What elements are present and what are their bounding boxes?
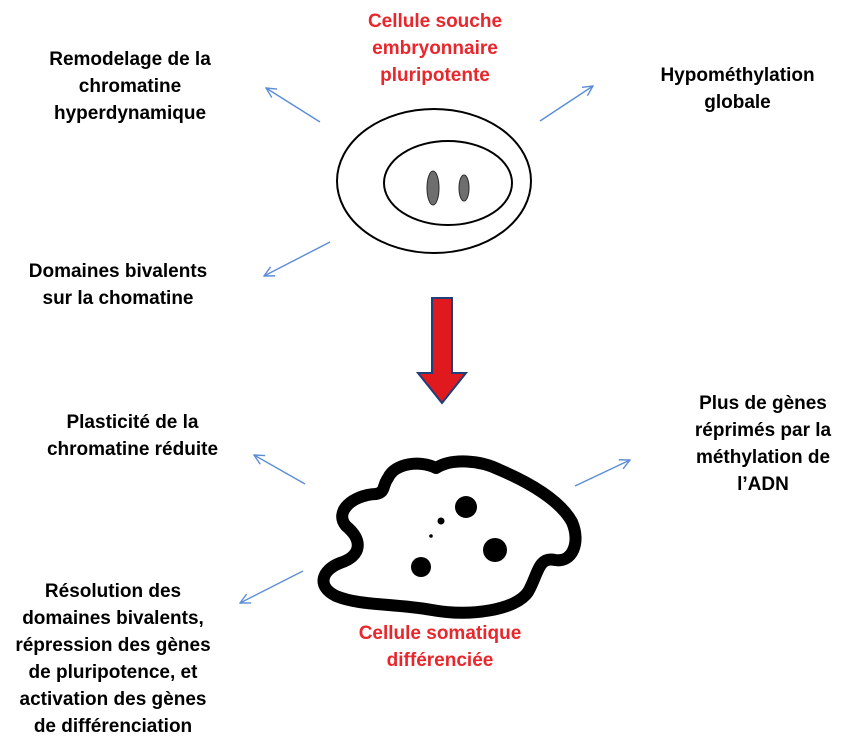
- arrow-to-hypomethylation: [539, 86, 593, 122]
- label-plasticite: Plasticité de la chromatine réduite: [46, 412, 219, 460]
- label-methylation-adn: Plus de gènes réprimés par la méthylatio…: [694, 393, 832, 495]
- arrow-to-resolution: [240, 570, 304, 603]
- label-remodelage: Remodelage de la chromatine hyperdynamiq…: [49, 49, 211, 124]
- arrow-to-plasticite: [254, 455, 306, 485]
- stem-cell-title: Cellule souche embryonnaire pluripotente: [367, 11, 503, 86]
- arrow-to-remodelage: [266, 88, 321, 123]
- arrow-to-methylation: [574, 460, 630, 487]
- somatic-cell-title: Cellule somatique différenciée: [358, 623, 522, 671]
- label-domaines-bivalents: Domaines bivalents sur la chomatine: [28, 261, 208, 309]
- arrow-to-domaines: [264, 241, 331, 276]
- stem-cell-icon: [336, 108, 532, 254]
- somatic-cell-icon: [317, 455, 582, 619]
- transition-arrow-icon: [415, 297, 469, 405]
- label-hypomethylation: Hypométhylation globale: [660, 65, 815, 113]
- label-resolution: Résolution des domaines bivalents, répre…: [15, 581, 211, 737]
